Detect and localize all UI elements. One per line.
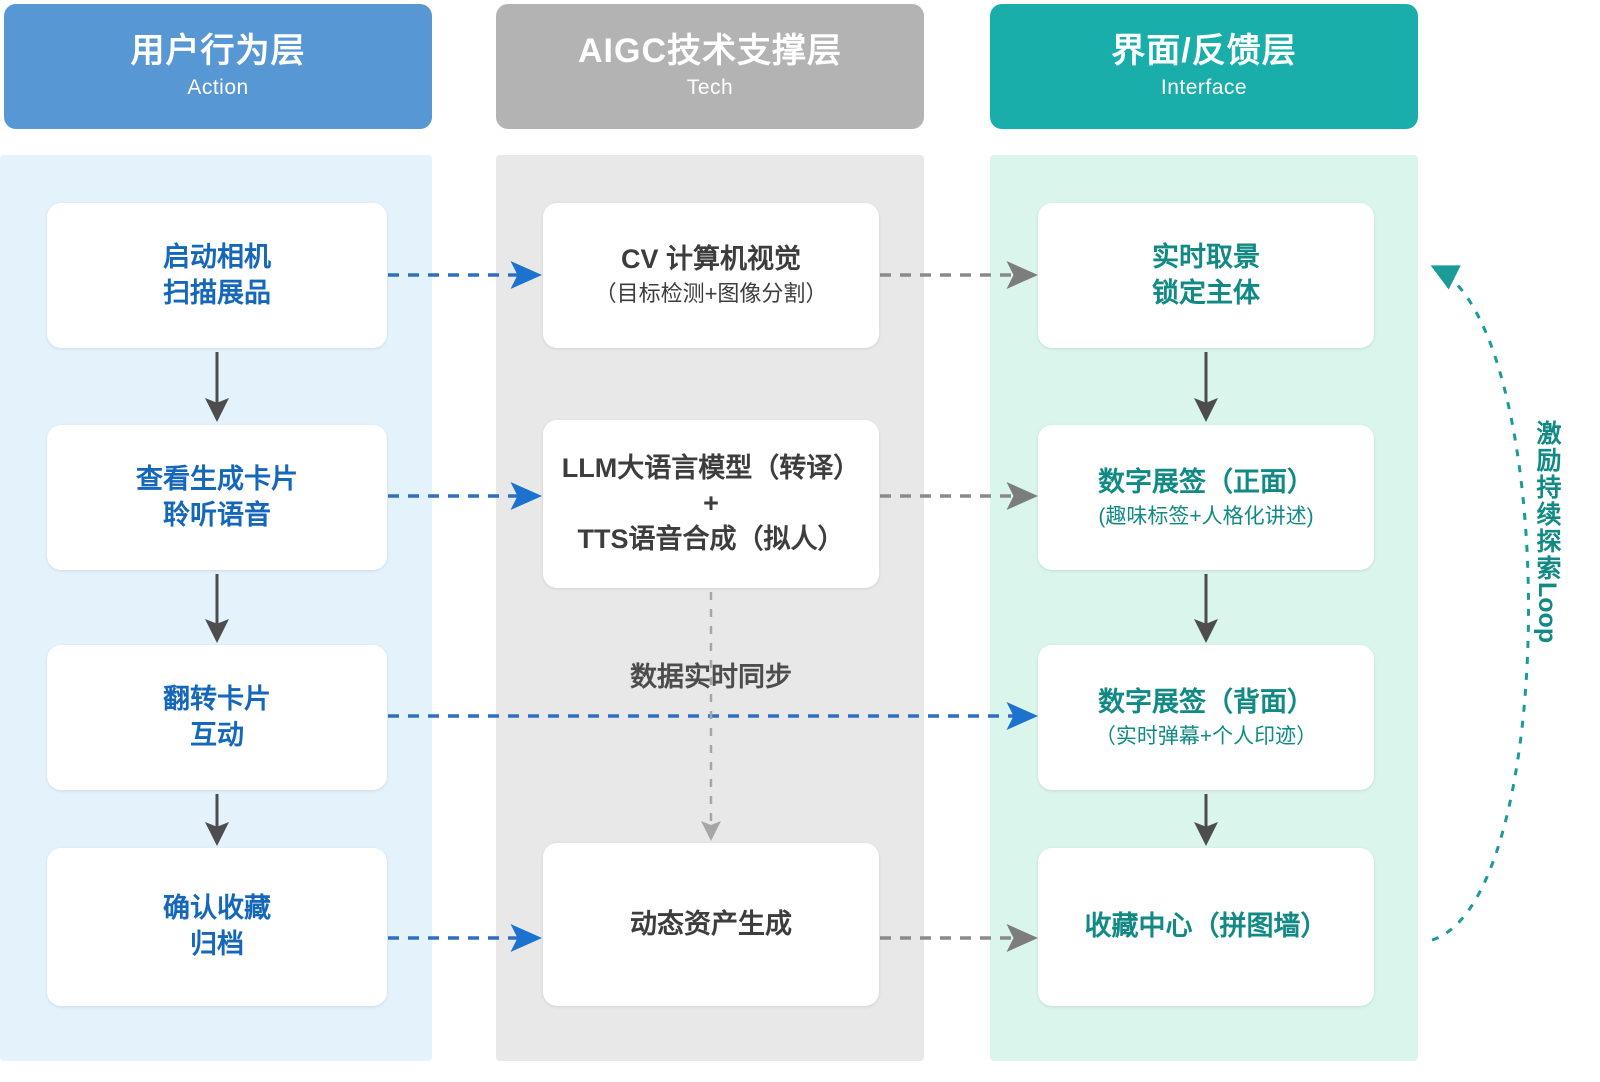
card-interface-2[interactable]: 数字展签（正面） (趣味标签+人格化讲述) bbox=[1038, 425, 1374, 570]
card-title-line1: 查看生成卡片 bbox=[136, 463, 298, 494]
card-title-line1: 数字展签（背面） bbox=[1098, 686, 1314, 717]
card-title-line1: 翻转卡片 bbox=[163, 683, 271, 714]
card-title-line1: 动态资产生成 bbox=[630, 908, 792, 939]
loop-arc bbox=[1430, 265, 1530, 942]
card-subtitle: (趣味标签+人格化讲述) bbox=[1098, 505, 1314, 529]
card-title-line1: 数字展签（正面） bbox=[1098, 466, 1314, 497]
card-subtitle: （实时弹幕+个人印迹） bbox=[1094, 725, 1318, 749]
loop-label-cn: 激励持续探索 bbox=[1533, 420, 1561, 582]
card-title-line2: 聆听语音 bbox=[163, 499, 271, 530]
card-title-line1: CV 计算机视觉 bbox=[620, 244, 801, 275]
column-subtitle-tech: Tech bbox=[686, 76, 734, 100]
card-title-line1: 确认收藏 bbox=[163, 893, 271, 924]
card-title-line2: 归档 bbox=[190, 929, 244, 959]
column-header-action: 用户行为层 Action bbox=[4, 4, 432, 129]
card-subtitle: （目标检测+图像分割） bbox=[594, 281, 828, 307]
card-interface-1[interactable]: 实时取景 锁定主体 bbox=[1038, 203, 1374, 348]
card-title-plus: + bbox=[703, 488, 719, 519]
card-title-line2: 互动 bbox=[190, 719, 244, 750]
card-action-4[interactable]: 确认收藏 归档 bbox=[47, 848, 387, 1006]
column-title-action: 用户行为层 bbox=[130, 31, 306, 70]
column-header-interface: 界面/反馈层 Interface bbox=[990, 4, 1418, 129]
card-action-3[interactable]: 翻转卡片 互动 bbox=[47, 645, 387, 790]
card-title-line2: 锁定主体 bbox=[1152, 277, 1260, 308]
card-title-line1: 启动相机 bbox=[163, 241, 271, 272]
card-title-line1: 收藏中心（拼图墙） bbox=[1084, 911, 1328, 942]
column-title-tech: AIGC技术支撑层 bbox=[578, 31, 842, 70]
column-header-tech: AIGC技术支撑层 Tech bbox=[496, 4, 924, 129]
column-subtitle-interface: Interface bbox=[1160, 76, 1248, 100]
card-interface-4[interactable]: 收藏中心（拼图墙） bbox=[1038, 848, 1374, 1006]
card-title-line2: 扫描展品 bbox=[163, 277, 271, 308]
card-action-2[interactable]: 查看生成卡片 聆听语音 bbox=[47, 425, 387, 570]
card-title-line1: LLM大语言模型（转译） bbox=[561, 452, 861, 483]
column-subtitle-action: Action bbox=[187, 76, 249, 100]
data-sync-label: 数据实时同步 bbox=[630, 662, 792, 692]
card-interface-3[interactable]: 数字展签（背面） （实时弹幕+个人印迹） bbox=[1038, 645, 1374, 790]
card-tech-3[interactable]: 动态资产生成 bbox=[543, 843, 879, 1006]
card-title-line3: TTS语音合成（拟人） bbox=[577, 523, 845, 554]
card-action-1[interactable]: 启动相机 扫描展品 bbox=[47, 203, 387, 348]
card-tech-2[interactable]: LLM大语言模型（转译） + TTS语音合成（拟人） bbox=[543, 420, 879, 588]
card-tech-1[interactable]: CV 计算机视觉 （目标检测+图像分割） bbox=[543, 203, 879, 348]
loop-label: 激励持续探索Loop bbox=[1523, 420, 1569, 643]
loop-label-en: Loop bbox=[1533, 582, 1561, 644]
card-title-line1: 实时取景 bbox=[1152, 241, 1260, 272]
column-title-interface: 界面/反馈层 bbox=[1111, 31, 1297, 70]
